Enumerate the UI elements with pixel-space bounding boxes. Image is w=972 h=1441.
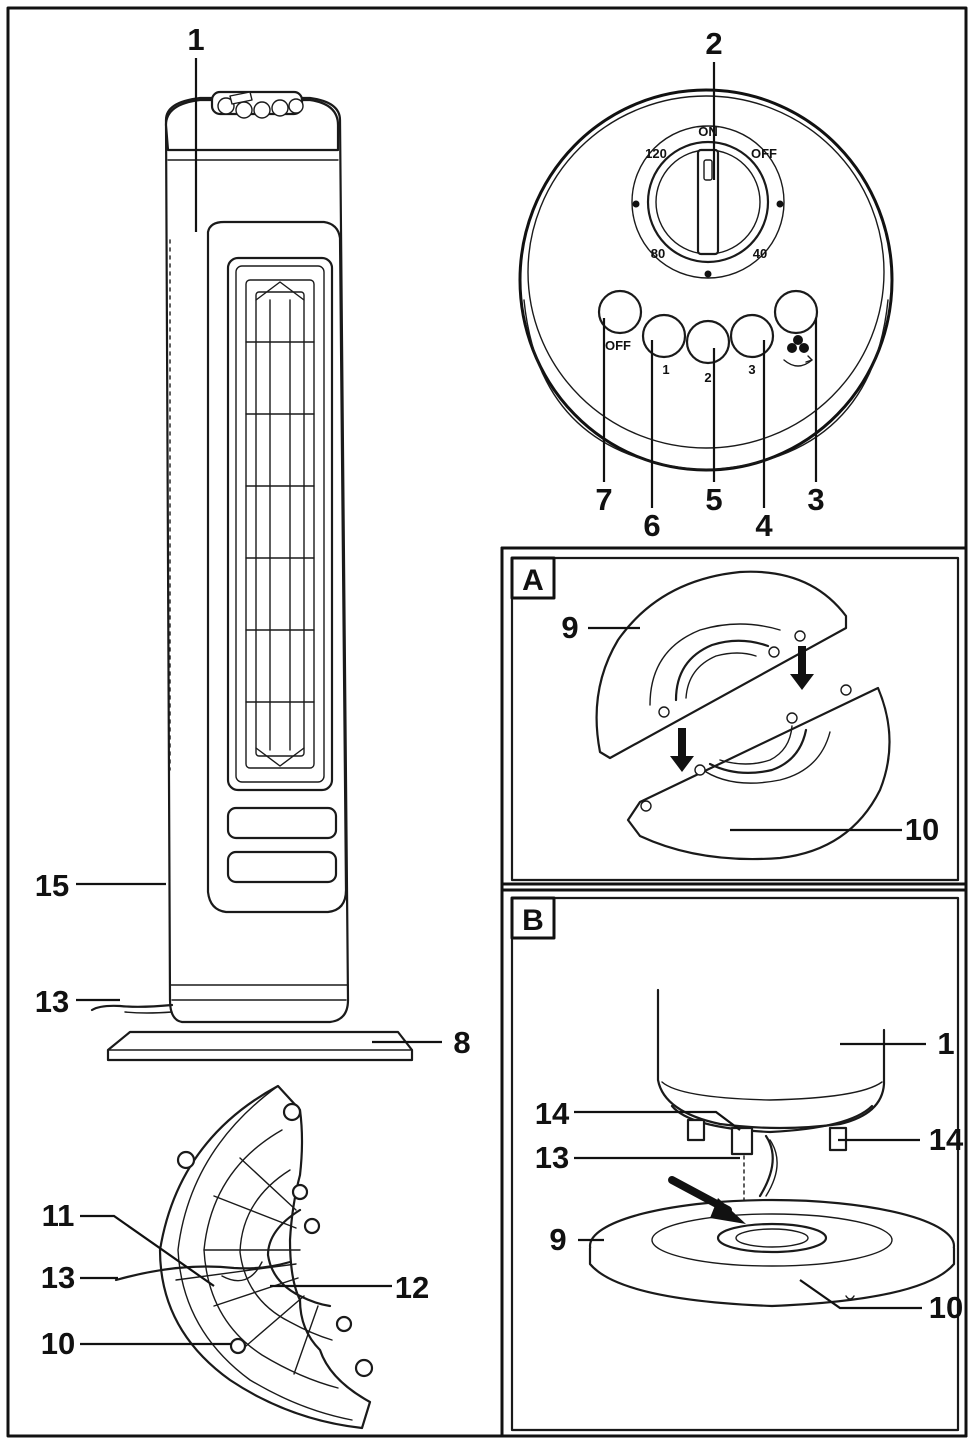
base-plate [106,1030,414,1062]
oscillation-button[interactable] [773,289,819,335]
base-cable [114,1260,292,1282]
panel-b-assembly [588,988,956,1308]
callouts-control: 2 7 6 5 4 3 [595,26,824,543]
tower-fan [90,90,414,1062]
callout-b-9: 9 [549,1222,566,1257]
callouts-base-bottom: 11 13 12 10 [41,1198,429,1361]
timer-dial: ON OFF 120 80 40 [631,124,785,279]
dial-40: 40 [753,246,767,261]
callout-b-1: 1 [937,1026,954,1061]
speed-1-button[interactable] [641,313,687,359]
top-controls [210,90,304,119]
callout-1: 1 [187,22,204,57]
insert-arrow [668,1176,746,1224]
callout-b-13: 13 [535,1140,569,1175]
callout-7: 7 [595,482,612,517]
callout-a-10: 10 [905,812,939,847]
panel-a-letter: A [522,564,544,597]
control-panel: ON OFF 120 80 40 OFF 1 2 3 [518,88,894,472]
callout-3: 3 [807,482,824,517]
dial-80: 80 [651,246,665,261]
callout-5: 5 [705,482,722,517]
assembly-arrow-right [790,646,814,690]
callout-10: 10 [41,1326,75,1361]
front-grille [226,256,334,792]
callout-13: 13 [35,984,69,1019]
callout-b-10: 10 [929,1290,963,1325]
speed-1-label: 1 [662,362,669,377]
speed-2-button[interactable] [685,319,731,365]
dial-off: OFF [751,146,777,161]
speed-3-button[interactable] [729,313,775,359]
panel-b-frame: B [500,888,968,1438]
callout-2: 2 [705,26,722,61]
callout-a-9: 9 [561,610,578,645]
callout-12: 12 [395,1270,429,1305]
callout-13b: 13 [41,1260,75,1295]
callout-b-14-left: 14 [535,1096,570,1131]
off-button[interactable] [597,289,643,335]
callout-b-14-right: 14 [929,1122,964,1157]
callout-6: 6 [643,508,660,543]
callouts-panel-a: 9 10 [561,610,939,847]
callouts-panel-b: 1 14 14 13 9 10 [535,1026,964,1325]
panel-a-frame: A [500,546,968,886]
off-button-label: OFF [605,338,631,353]
base-bottom-view [114,1084,374,1430]
callout-8: 8 [453,1025,470,1060]
power-cable [90,1003,174,1012]
assembly-arrow-left [670,728,694,772]
front-panel [206,220,348,914]
speed-2-label: 2 [704,370,711,385]
callouts-main: 1 15 13 8 [35,22,471,1060]
dial-120: 120 [645,146,667,161]
speed-3-label: 3 [748,362,755,377]
callout-15: 15 [35,868,69,903]
fan-oscillation-icon [783,335,813,367]
panel-a-assembly [595,570,891,861]
callout-11: 11 [42,1198,75,1233]
lower-slot-1 [226,806,338,840]
dial-on: ON [698,124,718,139]
panel-b-letter: B [522,904,544,937]
lower-slot-2 [226,850,338,884]
callout-4: 4 [755,508,773,543]
